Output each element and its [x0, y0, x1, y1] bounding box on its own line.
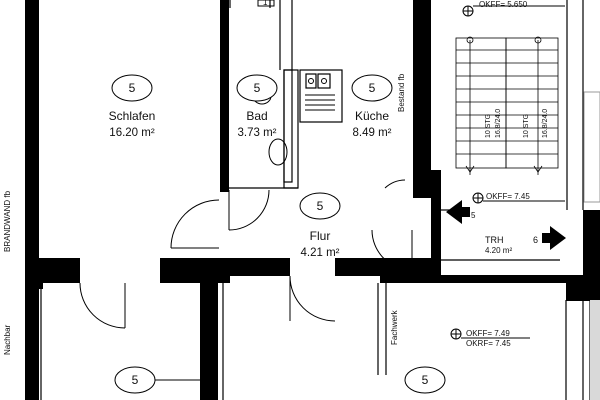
- room-area-bad: 3.73 m²: [238, 127, 277, 139]
- room-area-kueche: 8.49 m²: [353, 127, 392, 139]
- tag-kueche: 5: [369, 81, 376, 95]
- direction-arrows: [446, 200, 566, 250]
- staircase: [455, 36, 559, 175]
- tag-trh: 6: [533, 235, 538, 245]
- stair-ratio-2: 16.8/24.0: [542, 109, 549, 138]
- tag-oval-lower-right: [404, 366, 446, 394]
- tag-oval-flur: [299, 192, 341, 220]
- stair-steps-1: 10 STG: [485, 114, 492, 138]
- label-brandwand: BRANDWAND fb: [3, 190, 12, 252]
- doors: [79, 179, 413, 381]
- level-markers: [450, 5, 565, 340]
- level-low-okrf: OKRF= 7.45: [466, 339, 511, 348]
- annotations: OKFF= 5.650 OKFF= 7.45 OKFF= 7.49 OKRF= …: [3, 0, 549, 355]
- level-top: OKFF= 5.650: [479, 0, 528, 9]
- level-mid: OKFF= 7.45: [486, 192, 530, 201]
- wall-lines: [40, 0, 591, 400]
- room-name-schlafen: Schlafen: [109, 109, 156, 123]
- room-area-trh: 4.20 m²: [485, 246, 512, 255]
- room-area-flur: 4.21 m²: [301, 247, 340, 259]
- tag-lower-left: 5: [132, 373, 139, 387]
- stair-ratio-1: 16.8/24.0: [495, 109, 502, 138]
- label-fachwerk: Fachwerk: [390, 309, 399, 345]
- tag-schlafen: 5: [129, 81, 136, 95]
- tag-oval-schlafen: [111, 74, 153, 102]
- tag-oval-kueche: [351, 74, 393, 102]
- tag-flur: 5: [317, 199, 324, 213]
- level-low-okff: OKFF= 7.49: [466, 329, 510, 338]
- stair-steps-2: 10 STG: [523, 114, 530, 138]
- room-name-trh: TRH: [485, 235, 504, 245]
- label-nachbar: Nachbar: [3, 324, 12, 355]
- room-area-schlafen: 16.20 m²: [109, 127, 155, 139]
- tag-lower-right: 5: [422, 373, 429, 387]
- room-name-bad: Bad: [246, 109, 267, 123]
- tag-bad: 5: [254, 81, 261, 95]
- label-bestand: Bestand fb: [397, 73, 406, 112]
- room-name-flur: Flur: [310, 229, 331, 243]
- room-labels: 5 Schlafen 16.20 m² 5 Bad 3.73 m² 5 Küch…: [109, 81, 538, 387]
- top-mark-label: 1: [263, 0, 268, 7]
- room-name-kueche: Küche: [355, 109, 389, 123]
- room-tags: [111, 74, 446, 394]
- tag-oval-lower-left: [114, 366, 156, 394]
- tag-oval-bad: [236, 74, 278, 102]
- exterior-hatch: [583, 91, 600, 400]
- top-mark: [257, 0, 275, 7]
- arrow-tag: 5: [471, 211, 476, 220]
